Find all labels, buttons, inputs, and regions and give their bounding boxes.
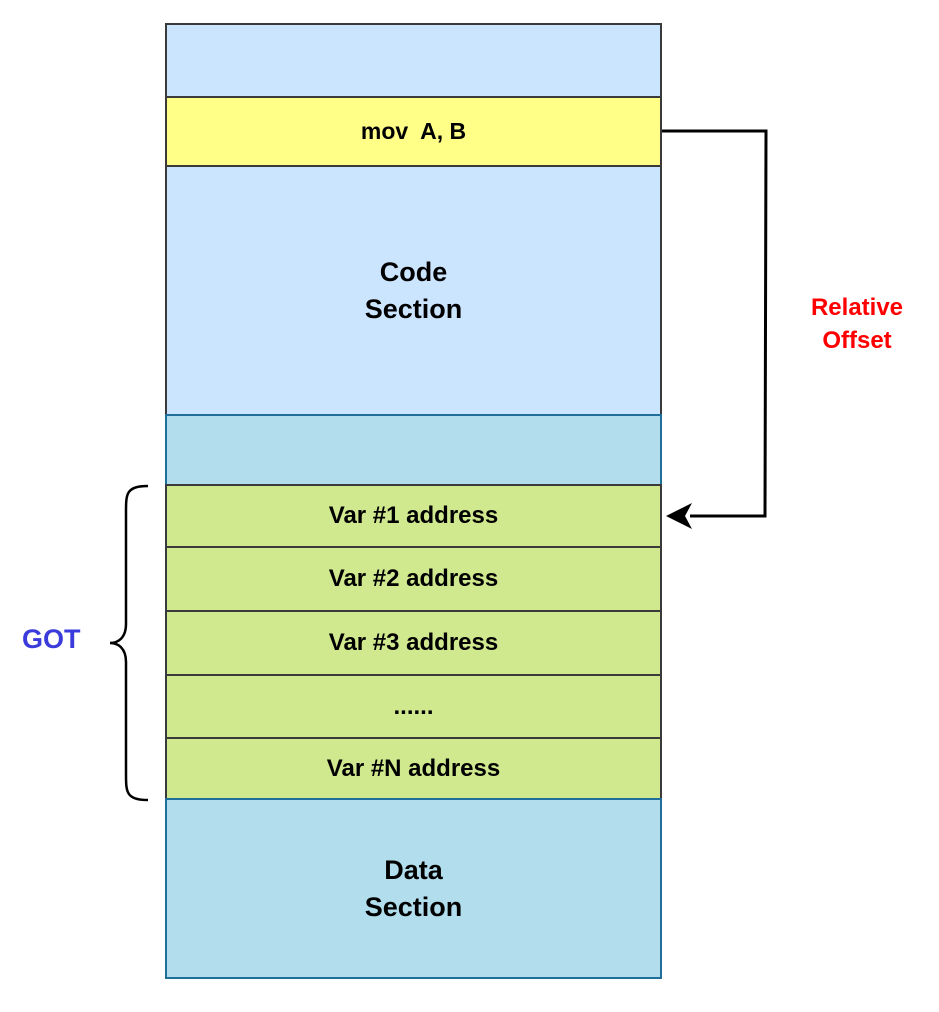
data-section: Data Section <box>165 798 662 979</box>
relative-offset-arrow-line <box>662 129 768 518</box>
got-entry-varn-label: Var #N address <box>326 754 501 782</box>
mov-instruction-row: mov A, B <box>165 96 662 167</box>
got-entry-var1-label: Var #1 address <box>328 502 499 529</box>
data-section-label: Data Section <box>364 854 463 922</box>
data-top-padding <box>165 414 662 486</box>
got-entry-varn: Var #N address <box>165 737 662 800</box>
got-entry-ellipsis-label: ...... <box>393 692 434 720</box>
code-section: Code Section <box>165 165 662 416</box>
relative-offset-label: Relative Offset <box>792 291 922 357</box>
got-label: GOT <box>22 624 81 654</box>
got-entry-var3-label: Var #3 address <box>328 629 499 656</box>
got-entry-var2-label: Var #2 address <box>328 565 499 592</box>
relative-offset-arrow-head <box>666 503 692 529</box>
mov-instruction-label: mov A, B <box>360 118 467 144</box>
code-top-padding <box>165 23 662 98</box>
got-entry-var3: Var #3 address <box>165 610 662 676</box>
code-section-label: Code Section <box>364 256 463 324</box>
relative-offset-text: Relative Offset <box>810 294 904 354</box>
got-brace-icon <box>109 484 149 802</box>
